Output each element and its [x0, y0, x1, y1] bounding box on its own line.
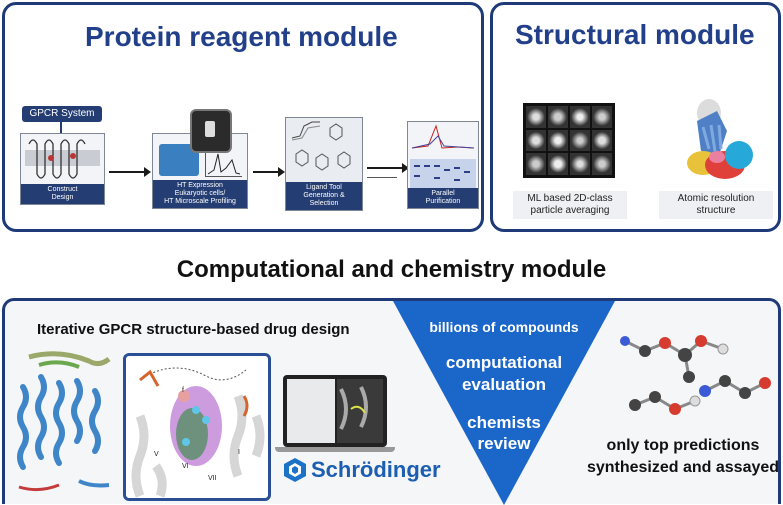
funnel-computational-text: computational	[445, 353, 563, 372]
funnel-chemists-text: chemists	[467, 413, 541, 432]
atomic-structure-caption: Atomic resolution structure	[659, 191, 773, 219]
class-average-caption: ML based 2D-class particle averaging	[513, 191, 627, 219]
construct-design-caption: Construct Design	[21, 184, 104, 204]
ligand-tool-card: Ligand Tool Generation & Selection	[285, 117, 363, 211]
svg-text:I: I	[238, 449, 240, 456]
funnel-billions-text: billions of compounds	[429, 319, 579, 335]
protein-reagent-panel: Protein reagent module GPCR System Const…	[2, 2, 484, 232]
svg-text:VII: VII	[208, 475, 217, 482]
gpcr-connector	[60, 122, 62, 134]
ligand-tool-caption: Ligand Tool Generation & Selection	[286, 182, 362, 210]
gel-lanes	[410, 159, 476, 189]
software-laptop	[283, 375, 387, 447]
binding-pocket-image: f V VI VII I	[131, 367, 265, 498]
schrodinger-hexagon-icon	[284, 458, 306, 482]
computational-module-panel: Iterative GPCR structure-based drug desi…	[2, 298, 781, 505]
arrow-4	[367, 177, 397, 178]
svg-text:f: f	[182, 387, 184, 394]
arrow-3	[367, 163, 409, 173]
svg-text:VI: VI	[182, 463, 189, 470]
ligand-structures	[291, 121, 351, 171]
structural-module-title: Structural module	[515, 19, 755, 50]
profiling-plot	[207, 153, 241, 175]
purification-card: Parallel Purification	[407, 121, 479, 209]
svg-text:V: V	[154, 451, 159, 458]
result-line-2: synthesized and assayed	[586, 459, 780, 476]
ht-expression-card: HT Expression Eukaryotic cells/ HT Micro…	[152, 133, 248, 209]
construct-design-card: Construct Design	[20, 133, 105, 205]
protein-module-title: Protein reagent module	[85, 21, 398, 52]
funnel-evaluation-text: evaluation	[461, 375, 547, 394]
computational-module-title: Computational and chemistry module	[176, 256, 607, 283]
arrow-1	[109, 167, 151, 177]
purification-chromatogram	[411, 124, 475, 149]
funnel-review-text: review	[477, 434, 531, 453]
drug-design-subtitle: Iterative GPCR structure-based drug desi…	[37, 321, 350, 338]
funnel-triangle	[393, 301, 615, 505]
arrow-2	[253, 167, 285, 177]
ht-expression-caption: HT Expression Eukaryotic cells/ HT Micro…	[153, 180, 247, 208]
molecule-models-image	[620, 335, 771, 415]
laptop-base	[275, 447, 395, 452]
gpcr-membrane-diagram	[25, 139, 100, 179]
device-inset	[190, 109, 232, 153]
result-line-1: only top predictions	[606, 437, 760, 454]
gpcr-system-label: GPCR System	[22, 106, 102, 122]
class-average-grid	[523, 103, 615, 178]
receptor-ribbon-image	[17, 351, 111, 492]
purification-caption: Parallel Purification	[408, 188, 478, 208]
atomic-structure-image	[687, 99, 753, 179]
binding-pocket-inset: f V VI VII I	[123, 353, 271, 501]
structural-module-panel: Structural module ML based 2D-class part…	[490, 2, 781, 232]
schrodinger-wordmark: Schrödinger	[311, 457, 441, 482]
